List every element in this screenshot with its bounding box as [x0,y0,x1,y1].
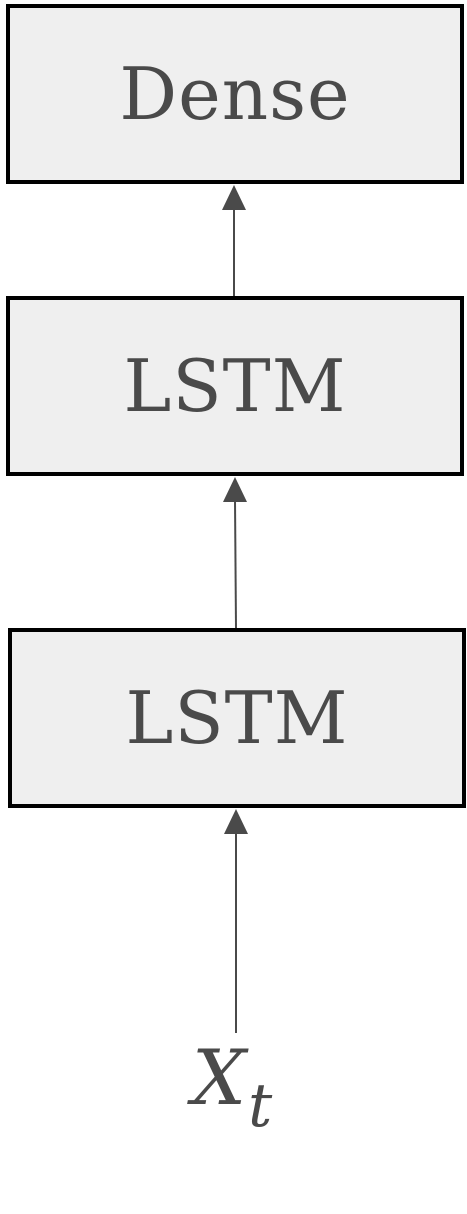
lstm-bottom-layer-box: LSTM [8,628,466,808]
dense-layer-label: Dense [119,52,351,136]
input-label: Xt [192,1040,272,1137]
arrow-head [223,477,247,502]
arrow-lstm-bottom-from-input [224,809,248,1033]
dense-layer-box: Dense [6,4,464,184]
lstm-bottom-layer-label: LSTM [125,676,349,760]
arrow-head [224,809,248,834]
arrow-head [222,185,246,210]
input-symbol: X [192,1033,247,1122]
arrow-line [234,499,237,629]
input-subscript: t [248,1071,273,1141]
arrow-lstm-top-from-lstm-bottom [223,477,247,629]
arrow-dense-from-lstm [222,185,246,296]
lstm-top-layer-box: LSTM [6,296,464,476]
lstm-top-layer-label: LSTM [123,344,347,428]
